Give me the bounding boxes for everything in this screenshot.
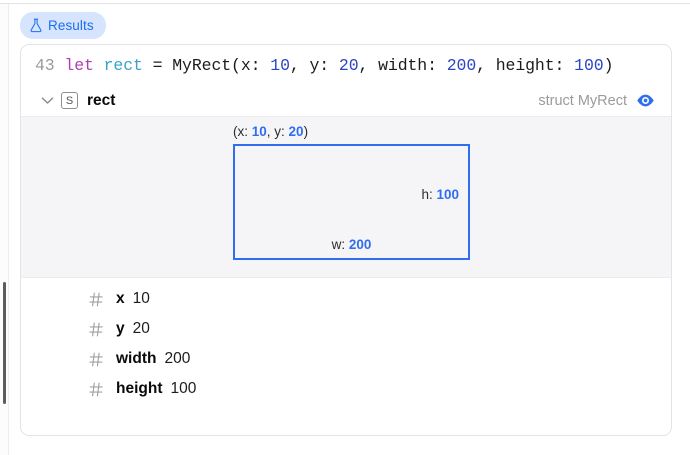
chevron-down-icon[interactable]	[37, 96, 57, 105]
code-token-11: )	[603, 55, 614, 75]
eye-icon[interactable]	[636, 93, 655, 108]
code-line-text: 43 let rect = MyRect(x: 10, y: 20, width…	[35, 56, 613, 75]
property-name: y	[116, 320, 125, 337]
code-token-2: rect	[103, 55, 143, 75]
rect-shape: h: 100 w: 200	[233, 144, 470, 260]
struct-header-row[interactable]: S rect struct MyRect	[21, 85, 671, 117]
origin-prefix: (x:	[233, 124, 252, 139]
hash-icon	[88, 322, 104, 337]
property-row[interactable]: width 200	[21, 344, 671, 374]
struct-variable-name: rect	[87, 91, 116, 109]
code-token-7: , width:	[358, 55, 447, 75]
width-annotation: w: 200	[235, 237, 468, 252]
property-value: 10	[132, 290, 150, 307]
code-token-6: 20	[338, 55, 359, 75]
code-token-0: let	[64, 55, 94, 75]
height-value: 100	[436, 187, 459, 202]
code-line[interactable]: 43 let rect = MyRect(x: 10, y: 20, width…	[21, 45, 671, 85]
origin-middle: , y:	[266, 124, 289, 139]
results-card: 43 let rect = MyRect(x: 10, y: 20, width…	[20, 44, 672, 436]
origin-coordinate-label: (x: 10, y: 20)	[233, 124, 308, 139]
property-name: x	[116, 290, 125, 307]
property-row[interactable]: y 20	[21, 314, 671, 344]
code-token-1	[94, 56, 104, 75]
code-line-number: 43	[35, 55, 65, 75]
hash-icon	[88, 382, 104, 397]
property-name: width	[116, 350, 157, 367]
struct-badge-icon: S	[61, 92, 78, 109]
tab-bar: Results	[0, 10, 690, 42]
flask-icon	[29, 18, 43, 33]
height-label: h:	[421, 187, 437, 202]
rect-visualization: (x: 10, y: 20) h: 100 w: 200	[21, 117, 671, 278]
property-value: 20	[132, 320, 150, 337]
left-gutter	[0, 4, 9, 455]
vertical-scrollbar-thumb[interactable]	[3, 282, 6, 404]
origin-suffix: )	[303, 124, 309, 139]
property-row[interactable]: x 10	[21, 284, 671, 314]
height-annotation: h: 100	[421, 187, 459, 202]
origin-x-value: 10	[251, 124, 267, 139]
width-value: 200	[348, 237, 372, 252]
top-divider	[0, 3, 690, 4]
code-token-10: 100	[574, 55, 604, 75]
tab-results[interactable]: Results	[20, 12, 106, 39]
property-value: 100	[170, 380, 197, 397]
property-value: 200	[164, 350, 191, 367]
property-name: height	[116, 380, 163, 397]
property-row[interactable]: height 100	[21, 374, 671, 404]
struct-type-label: struct MyRect	[538, 92, 627, 109]
hash-icon	[88, 292, 104, 307]
code-token-8: 200	[446, 55, 477, 75]
origin-y-value: 20	[288, 124, 304, 139]
code-token-4: 10	[270, 55, 290, 75]
hash-icon	[88, 352, 104, 367]
width-label: w:	[331, 237, 349, 252]
code-token-5: , y:	[289, 55, 339, 75]
tab-results-label: Results	[48, 18, 94, 33]
code-token-9: , height:	[476, 55, 575, 75]
code-token-3: = MyRect(x:	[142, 55, 271, 75]
